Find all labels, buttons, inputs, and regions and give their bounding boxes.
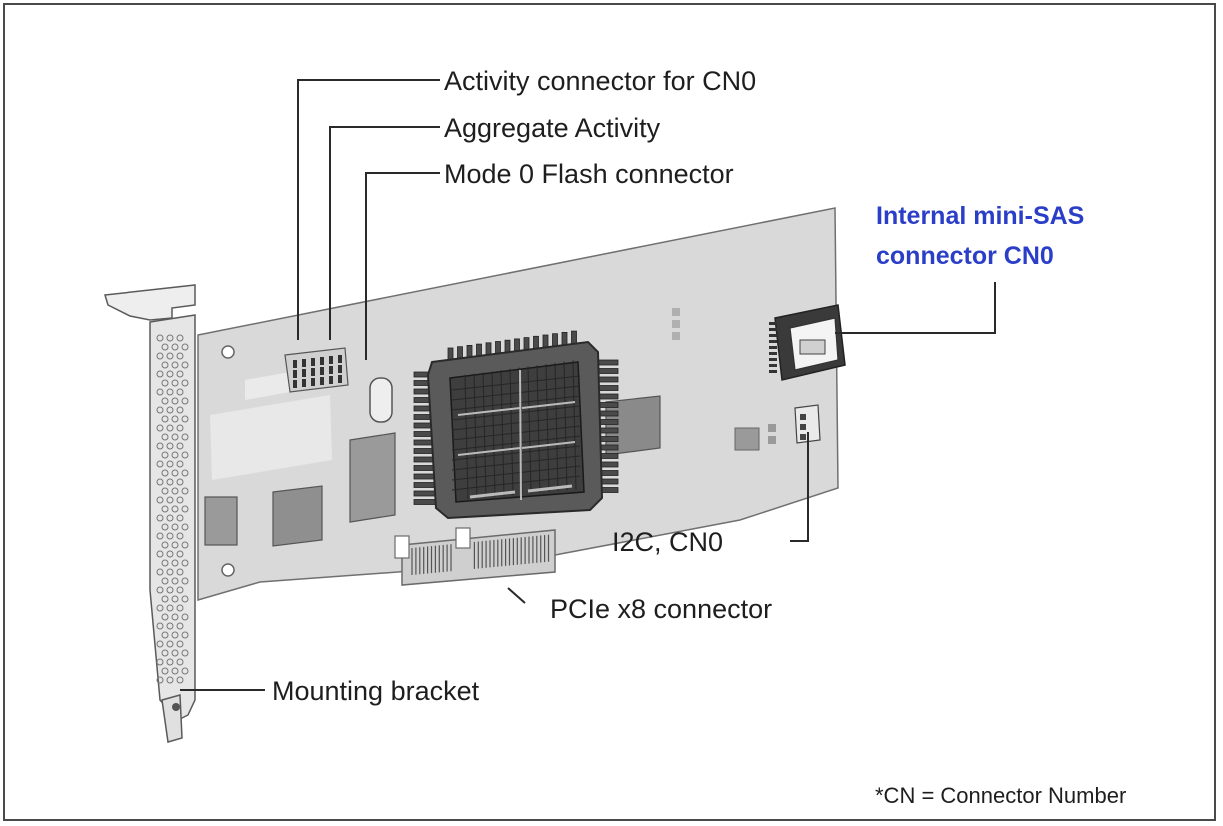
leader-i2c — [790, 432, 809, 542]
leader-pcie — [507, 587, 526, 604]
label-aggregate-activity: Aggregate Activity — [444, 113, 661, 143]
label-activity-connector-cn0: Activity connector for CN0 — [444, 66, 757, 96]
leader-aggregate-activity — [329, 126, 440, 340]
label-mode0-flash-connector: Mode 0 Flash connector — [444, 159, 734, 189]
mount-hole — [221, 563, 235, 577]
chip — [349, 432, 396, 523]
label-i2c-cn0: I2C, CN0 — [612, 527, 724, 557]
leader-mode0-flash — [365, 172, 440, 360]
chips — [204, 308, 776, 547]
bracket-vent-holes — [156, 334, 189, 684]
pcie-edge-connector — [394, 527, 556, 586]
footnote: *CN = Connector Number — [875, 783, 1127, 808]
figure-frame — [3, 3, 1216, 821]
crystal-oscillator — [369, 377, 393, 423]
label-pcie-x8-connector: PCIe x8 connector — [550, 594, 773, 624]
label-internal-sas-line2: connector CN0 — [876, 242, 1054, 270]
leader-lines — [180, 79, 996, 691]
mounting-bracket — [104, 284, 196, 743]
mount-hole — [221, 345, 235, 359]
label-internal-sas-line1: Internal mini-SAS — [876, 202, 1085, 230]
chip — [272, 485, 323, 547]
leader-internal-sas — [835, 282, 996, 334]
i2c-header — [794, 404, 821, 444]
mini-sas-connector — [769, 304, 846, 381]
leader-activity-cn0 — [297, 79, 440, 340]
heatsink — [413, 330, 619, 520]
chip — [204, 496, 238, 546]
led-header-pins — [284, 347, 349, 393]
label-mounting-bracket: Mounting bracket — [272, 676, 480, 706]
